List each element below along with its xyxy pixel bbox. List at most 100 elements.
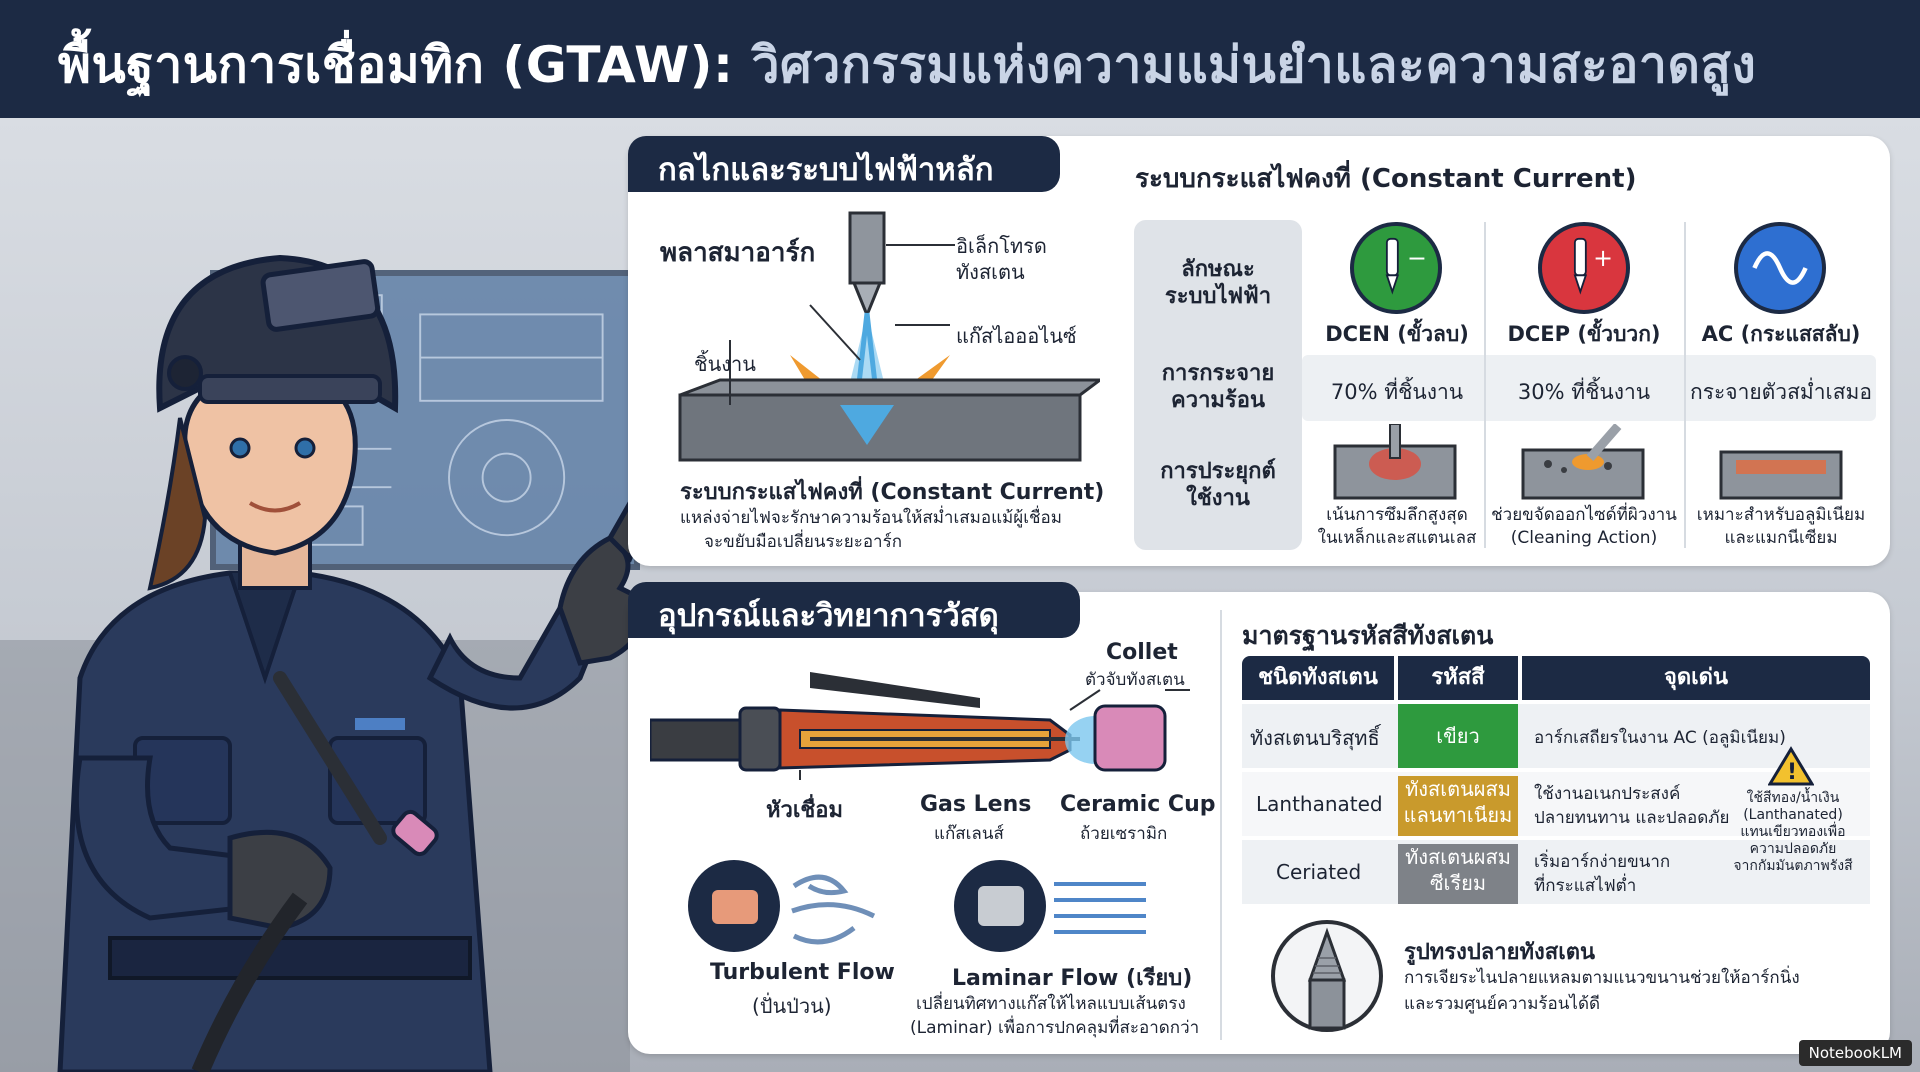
rowhead-heat-l1: การกระจาย xyxy=(1161,361,1275,386)
welder-illustration xyxy=(57,254,660,1072)
rowhead-app-l2: ใช้งาน xyxy=(1186,486,1250,511)
svg-text:+: + xyxy=(1593,244,1613,272)
tungsten-th-type: ชนิดทังสเตน xyxy=(1242,656,1394,700)
ac-uniform-icon xyxy=(1719,450,1843,500)
chip-line2: แลนทาเนียม xyxy=(1403,803,1513,827)
chip-line2: ซีเรียม xyxy=(1429,871,1487,895)
warning-icon: ! xyxy=(1768,746,1814,786)
weld-pool xyxy=(840,405,894,445)
column-divider xyxy=(1684,222,1686,548)
dcep-heat: 30% ที่ชิ้นงาน xyxy=(1517,380,1651,404)
rowhead-application: การประยุกต์ ใช้งาน xyxy=(1136,458,1300,512)
heat-row-band xyxy=(1302,355,1876,421)
electrode-tip xyxy=(851,281,883,319)
ceramic-cup-label: Ceramic Cup xyxy=(1060,792,1216,817)
dcen-note-l1: เน้นการซึมลึกสูงสุด xyxy=(1326,505,1468,525)
grey-chip: ทังสเตนผสม ซีเรียม xyxy=(1398,844,1518,904)
tungsten-th-feature: จุดเด่น xyxy=(1522,656,1870,700)
chip-line1: ทังสเตนผสม xyxy=(1405,845,1511,869)
ac-heat: กระจายตัวสม่ำเสมอ xyxy=(1689,380,1872,404)
dcen-circle: − xyxy=(1350,222,1442,314)
table-row: ทังสเตนบริสุทธิ์ เขียว อาร์กเสถียรในงาน … xyxy=(1242,704,1870,768)
ion-gas-label: แก๊สไอออไนซ์ xyxy=(956,324,1077,348)
dcep-note: ช่วยขจัดออกไซด์ที่ผิวงาน (Cleaning Actio… xyxy=(1488,504,1680,550)
turbulent-title: Turbulent Flow xyxy=(710,960,895,985)
chip-line1: ทังสเตนผสม xyxy=(1405,777,1511,801)
gas-lens-th-label: แก๊สเลนส์ xyxy=(934,824,1004,844)
type-cell: Lanthanated xyxy=(1256,792,1383,816)
type-cell: ทังสเตนบริสุทธิ์ xyxy=(1250,726,1380,750)
feature-cell-l1: ใช้งานอเนกประสงค์ xyxy=(1534,784,1681,804)
svg-text:−: − xyxy=(1407,244,1427,272)
title-main: พื้นฐานการเชื่อมทิก (GTAW): xyxy=(58,36,734,94)
plasma-arc-label: พลาสมาอาร์ก xyxy=(660,238,816,268)
gas-lens-label: Gas Lens xyxy=(920,792,1032,817)
rowhead-heat: การกระจาย ความร้อน xyxy=(1136,360,1300,414)
workpiece-block xyxy=(678,393,1082,462)
tungsten-heading: มาตรฐานรหัสสีทังสเตน xyxy=(1242,621,1494,650)
rowhead-character-l1: ลักษณะ xyxy=(1181,257,1255,282)
ac-header: AC (กระแสสลับ) xyxy=(1701,322,1861,346)
dcep-circle: + xyxy=(1538,222,1630,314)
table-row: Ceriated ทังสเตนผสม ซีเรียม เริ่มอาร์กง่… xyxy=(1242,840,1870,904)
dcen-penetration-icon xyxy=(1333,424,1457,500)
dcep-note-l2: (Cleaning Action) xyxy=(1510,528,1658,548)
cc-caption-line2: จะขยับมือเปลี่ยนระยะอาร์ก xyxy=(704,532,903,552)
laminar-line1: เปลี่ยนทิศทางแก๊สให้ไหลแบบเส้นตรง xyxy=(916,994,1186,1014)
dcep-cleaning-icon xyxy=(1521,424,1645,500)
warning-l5: จากกัมมันตภาพรังสี xyxy=(1733,858,1853,874)
turbulent-flow-icon xyxy=(688,860,876,952)
column-divider xyxy=(1484,222,1486,548)
dcen-header: DCEN (ขั้วลบ) xyxy=(1325,322,1469,346)
dcen-note: เน้นการซึมลึกสูงสุด ในเหล็กและสแตนเลส xyxy=(1310,504,1484,550)
gold-chip: ทังสเตนผสม แลนทาเนียม xyxy=(1398,776,1518,836)
tip-title: รูปทรงปลายทังสเตน xyxy=(1404,940,1596,965)
ac-note-l2: และแมกนีเซียม xyxy=(1724,528,1838,548)
dcen-note-l2: ในเหล็กและสแตนเลส xyxy=(1317,528,1477,548)
warning-l4: ความปลอดภัย xyxy=(1749,841,1837,857)
ceramic-cup-th-label: ถ้วยเซรามิก xyxy=(1080,824,1168,844)
warning-l2: (Lanthanated) xyxy=(1743,807,1843,823)
rowhead-heat-l2: ความร้อน xyxy=(1171,388,1265,413)
cc-rowhead-column xyxy=(1134,220,1302,550)
workpiece-label: ชิ้นงาน xyxy=(694,352,756,376)
rowhead-app-l1: การประยุกต์ xyxy=(1160,459,1276,484)
rowhead-character: ลักษณะ ระบบไฟฟ้า xyxy=(1136,256,1300,310)
tungsten-tip-icon xyxy=(1271,920,1383,1032)
collet-label: Collet xyxy=(1106,640,1178,665)
warning-note: ใช้สีทอง/น้ำเงิน (Lanthanated) แทนเขียวท… xyxy=(1728,790,1858,875)
feature-cell-l2: ปลายทนทาน และปลอดภัย xyxy=(1534,808,1730,828)
ac-note: เหมาะสำหรับอลูมิเนียม และแมกนีเซียม xyxy=(1688,504,1874,550)
type-cell: Ceriated xyxy=(1276,860,1362,884)
laminar-flow-icon xyxy=(954,860,1146,952)
feature-cell-l1: เริ่มอาร์กง่ายขนาก xyxy=(1534,852,1671,872)
tungsten-th-color: รหัสสี xyxy=(1398,656,1518,700)
electrode-body xyxy=(848,211,886,285)
svg-text:!: ! xyxy=(1787,760,1797,785)
ac-note-l1: เหมาะสำหรับอลูมิเนียม xyxy=(1696,505,1866,525)
notebooklm-watermark: NotebookLM xyxy=(1798,1040,1912,1066)
feature-cell: อาร์กเสถียรในงาน AC (อลูมิเนียม) xyxy=(1534,728,1786,748)
collet-th-label: ตัวจับทังสเตน xyxy=(1085,670,1185,690)
mechanism-tab: กลไกและระบบไฟฟ้าหลัก xyxy=(628,136,1060,192)
laminar-line2: (Laminar) เพื่อการปกคลุมที่สะอาดกว่า xyxy=(910,1018,1200,1038)
laminar-title: Laminar Flow (เรียบ) xyxy=(952,966,1193,991)
sine-wave-icon xyxy=(1752,251,1808,285)
cc-heading: ระบบกระแสไฟคงที่ (Constant Current) xyxy=(1135,164,1637,194)
green-chip: เขียว xyxy=(1398,704,1518,768)
electrode-minus-icon: − xyxy=(1385,237,1427,295)
tip-line1: การเจียระไนปลายแหลมตามแนวขนานช่วยให้อาร์… xyxy=(1404,968,1800,988)
dcep-header: DCEP (ขั้วบวก) xyxy=(1507,322,1661,346)
electrode-label-1: อิเล็กโทรด xyxy=(956,234,1047,258)
warning-l1: ใช้สีทอง/น้ำเงิน xyxy=(1746,790,1840,806)
panel2-divider xyxy=(1220,610,1222,1040)
title-bar xyxy=(0,0,1920,118)
cc-caption-title: ระบบกระแสไฟคงที่ (Constant Current) xyxy=(680,480,1105,505)
equipment-tab: อุปกรณ์และวิทยาการวัสดุ xyxy=(628,582,1080,638)
turbulent-th: (ปั่นป่วน) xyxy=(752,994,832,1018)
dcep-note-l1: ช่วยขจัดออกไซด์ที่ผิวงาน xyxy=(1491,505,1677,525)
torch-label: หัวเชื่อม xyxy=(766,798,844,823)
cc-caption-line1: แหล่งจ่ายไฟจะรักษาความร้อนให้สม่ำเสมอแม้… xyxy=(680,508,1062,528)
electrode-plus-icon: + xyxy=(1573,237,1613,295)
table-row: Lanthanated ทังสเตนผสม แลนทาเนียม ใช้งาน… xyxy=(1242,772,1870,836)
